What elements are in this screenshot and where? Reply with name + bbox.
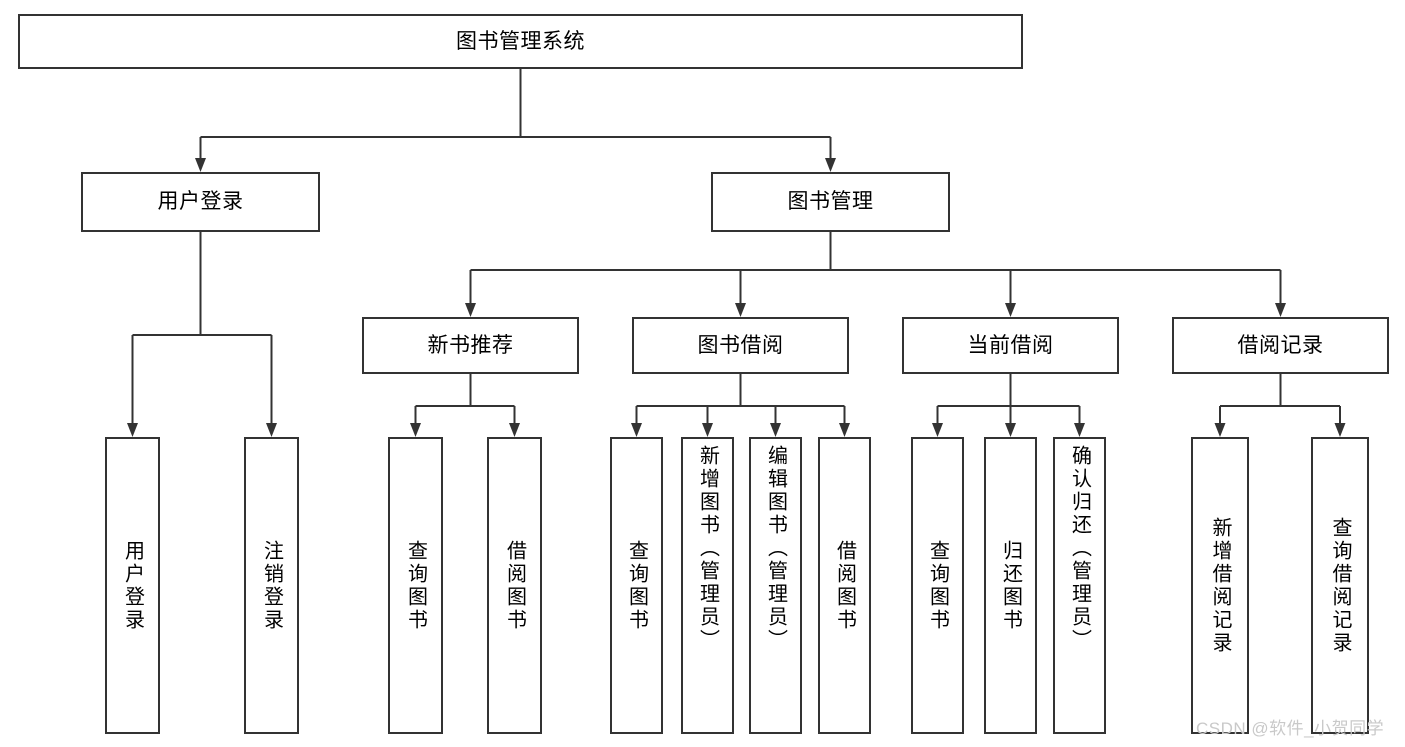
node-label: 查询图书 xyxy=(926,539,949,632)
node-leaf-cur-confirm: 确认归还（管理员） xyxy=(1053,437,1106,734)
node-leaf-nb-query: 查询图书 xyxy=(388,437,443,734)
node-label: 归还图书 xyxy=(999,539,1022,632)
node-leaf-user-login: 用户登录 xyxy=(105,437,160,734)
node-leaf-rec-add: 新增借阅记录 xyxy=(1191,437,1249,734)
node-leaf-user-logout: 注销登录 xyxy=(244,437,299,734)
arrowhead xyxy=(932,423,943,437)
node-label: 借阅图书 xyxy=(833,539,856,632)
node-leaf-cur-query: 查询图书 xyxy=(911,437,964,734)
node-label: 查询图书 xyxy=(625,539,648,632)
node-leaf-bw-add: 新增图书（管理员） xyxy=(681,437,734,734)
node-leaf-bw-query: 查询图书 xyxy=(610,437,663,734)
node-label: 借阅记录 xyxy=(1237,333,1324,357)
node-leaf-rec-query: 查询借阅记录 xyxy=(1311,437,1369,734)
node-label: 新书推荐 xyxy=(427,333,514,357)
node-l2-newbook: 新书推荐 xyxy=(362,317,579,374)
node-label: 借阅图书 xyxy=(503,539,526,632)
arrowhead xyxy=(839,423,850,437)
node-label: 查询借阅记录 xyxy=(1329,516,1351,655)
node-l1-user: 用户登录 xyxy=(81,172,320,232)
arrowhead xyxy=(127,423,138,437)
node-label: 查询图书 xyxy=(404,539,427,632)
arrowhead xyxy=(1334,423,1346,437)
node-label: 当前借阅 xyxy=(967,333,1054,357)
node-l1-book: 图书管理 xyxy=(711,172,950,232)
arrowhead xyxy=(266,423,277,437)
node-label: 图书管理 xyxy=(787,190,874,214)
node-root: 图书管理系统 xyxy=(18,14,1023,69)
arrowhead xyxy=(465,303,476,317)
watermark: CSDN @软件_小贺同学 xyxy=(1196,719,1385,738)
arrowhead xyxy=(702,423,713,437)
node-label: 用户登录 xyxy=(121,539,144,632)
node-label: 注销登录 xyxy=(260,539,283,632)
arrowhead xyxy=(1074,423,1085,437)
node-label: 图书借阅 xyxy=(697,333,784,357)
node-label: 图书管理系统 xyxy=(456,29,585,53)
arrowhead xyxy=(1214,423,1226,437)
arrowhead xyxy=(195,158,206,172)
arrowhead xyxy=(509,423,520,437)
node-l2-record: 借阅记录 xyxy=(1172,317,1389,374)
node-leaf-cur-return: 归还图书 xyxy=(984,437,1037,734)
arrowhead xyxy=(1005,423,1016,437)
node-label: 编辑图书（管理员） xyxy=(764,445,787,652)
node-label: 新增图书（管理员） xyxy=(696,445,719,652)
node-l2-current: 当前借阅 xyxy=(902,317,1119,374)
arrowhead xyxy=(770,423,781,437)
arrowhead xyxy=(631,423,642,437)
node-l2-borrow: 图书借阅 xyxy=(632,317,849,374)
arrowhead xyxy=(1005,303,1016,317)
arrowhead xyxy=(1275,303,1286,317)
arrowhead xyxy=(735,303,746,317)
node-leaf-bw-edit: 编辑图书（管理员） xyxy=(749,437,802,734)
arrowhead xyxy=(410,423,421,437)
node-leaf-bw-borrow: 借阅图书 xyxy=(818,437,871,734)
node-label: 新增借阅记录 xyxy=(1209,516,1231,655)
arrowhead xyxy=(825,158,836,172)
node-label: 确认归还（管理员） xyxy=(1068,445,1091,652)
node-leaf-nb-borrow: 借阅图书 xyxy=(487,437,542,734)
node-label: 用户登录 xyxy=(157,190,244,214)
